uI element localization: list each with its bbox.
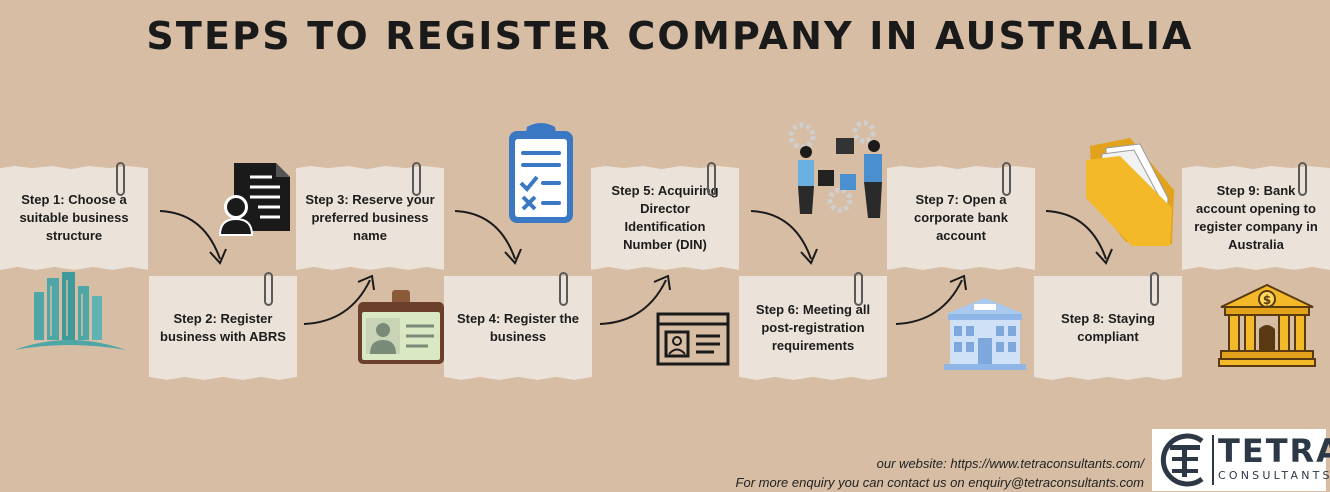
paper-clip-icon (264, 272, 273, 306)
step-label-3: Step 3: Reserve your preferred business … (305, 192, 435, 243)
step-label-5: Step 5: Acquiring Director Identificatio… (611, 183, 719, 252)
logo-tagline: CONSULTANTS (1218, 469, 1330, 482)
bank-dollar-icon: $ (1218, 283, 1316, 367)
arrow-down-icon (750, 210, 818, 265)
step-label-8: Step 8: Staying compliant (1061, 311, 1155, 344)
footer-website[interactable]: our website: https://www.tetraconsultant… (876, 456, 1144, 471)
step-label-2: Step 2: Register business with ABRS (160, 311, 286, 344)
step-label-6: Step 6: Meeting all post-registration re… (755, 302, 871, 353)
paper-clip-icon (559, 272, 568, 306)
clipboard-checklist-icon (509, 123, 573, 223)
paper-clip-icon (1298, 162, 1307, 196)
arrow-up-icon (895, 274, 967, 325)
paper-clip-icon (1002, 162, 1011, 196)
paper-clip-icon (707, 162, 716, 196)
bank-building-icon (944, 298, 1026, 370)
step-card-9: Step 9: Bank account opening to register… (1182, 166, 1330, 270)
arrow-down-icon (159, 210, 227, 265)
logo-emblem-icon (1160, 433, 1204, 487)
arrow-up-icon (599, 274, 671, 325)
document-user-icon (218, 163, 290, 236)
id-badge-icon (358, 290, 444, 364)
footer-enquiry[interactable]: For more enquiry you can contact us on e… (735, 475, 1144, 490)
buildings-icon (14, 272, 126, 350)
step-card-7: Step 7: Open a corporate bank account (887, 166, 1035, 270)
paper-clip-icon (412, 162, 421, 196)
svg-text:$: $ (1263, 293, 1271, 307)
logo-name: TETRA (1218, 432, 1330, 470)
arrow-down-icon (454, 210, 522, 265)
step-card-4: Step 4: Register the business (444, 276, 592, 380)
paper-clip-icon (116, 162, 125, 196)
step-label-7: Step 7: Open a corporate bank account (914, 192, 1008, 243)
arrow-down-icon (1045, 210, 1113, 265)
paper-clip-icon (1150, 272, 1159, 306)
tetra-logo: TETRA CONSULTANTS (1152, 429, 1330, 491)
step-card-5: Step 5: Acquiring Director Identificatio… (591, 166, 739, 270)
step-card-8: Step 8: Staying compliant (1034, 276, 1182, 380)
teamwork-puzzle-icon (788, 120, 882, 218)
page-title: STEPS TO REGISTER COMPANY IN AUSTRALIA (146, 14, 1194, 58)
step-label-4: Step 4: Register the business (456, 311, 580, 344)
id-card-icon (656, 312, 730, 366)
step-card-3: Step 3: Reserve your preferred business … (296, 166, 444, 270)
step-label-1: Step 1: Choose a suitable business struc… (19, 192, 129, 243)
step-label-9: Step 9: Bank account opening to register… (1194, 183, 1318, 252)
arrow-up-icon (303, 274, 375, 325)
step-card-2: Step 2: Register business with ABRS (149, 276, 297, 380)
folder-documents-icon (1086, 138, 1174, 246)
step-card-1: Step 1: Choose a suitable business struc… (0, 166, 148, 270)
step-card-6: Step 6: Meeting all post-registration re… (739, 276, 887, 380)
paper-clip-icon (854, 272, 863, 306)
